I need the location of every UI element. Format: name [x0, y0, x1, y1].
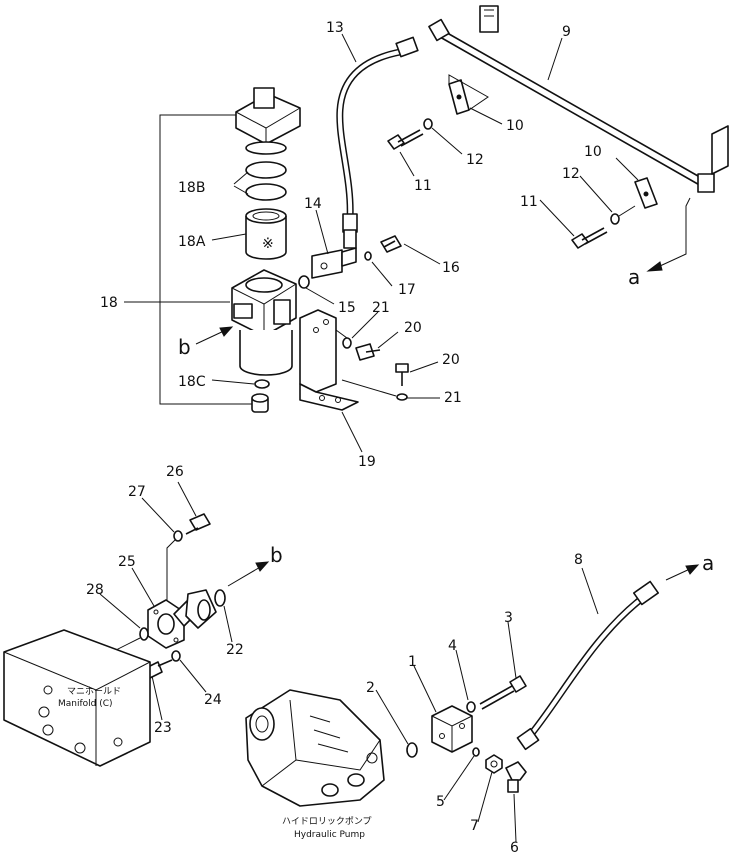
label-5: 5 [436, 794, 445, 810]
label-16: 16 [442, 260, 460, 276]
label-25: 25 [118, 554, 136, 570]
filter-head-18 [231, 269, 297, 337]
label-17: 17 [398, 282, 416, 298]
label-11-upper: 11 [414, 178, 432, 194]
washer-21-upper [342, 337, 352, 349]
tube-9 [428, 5, 729, 193]
label-12-upper: 12 [466, 152, 484, 168]
manifold-caption-jp: マニホールド [67, 686, 121, 697]
manifold-c [3, 629, 151, 767]
label-24: 24 [204, 692, 222, 708]
label-18c: 18C [178, 374, 206, 390]
washer-21-lower [396, 393, 408, 401]
label-13: 13 [326, 20, 344, 36]
bracket-19 [299, 309, 359, 411]
ref-b-mid: b [270, 543, 283, 567]
label-7: 7 [470, 818, 479, 834]
manifold-caption-en: Manifold (C) [58, 699, 113, 709]
label-20-lower: 20 [442, 352, 460, 368]
label-2: 2 [366, 680, 375, 696]
oring-22 [214, 589, 226, 607]
clamp-10-lower [634, 177, 658, 209]
label-10-lower: 10 [584, 144, 602, 160]
nut-7 [485, 754, 503, 774]
label-21-lower: 21 [444, 390, 462, 406]
label-10-upper: 10 [506, 118, 524, 134]
oring-2 [406, 742, 418, 758]
ref-b-left: b [178, 335, 191, 359]
label-12-lower: 12 [562, 166, 580, 182]
label-8: 8 [574, 552, 583, 568]
bolt-20-upper [355, 343, 381, 361]
bolt-26 [185, 513, 211, 535]
label-11-lower: 11 [520, 194, 538, 210]
oring-5 [472, 747, 480, 757]
elbow-6 [505, 761, 527, 793]
bolt-11-upper [387, 129, 424, 150]
washer-27 [173, 530, 183, 542]
oring-17 [364, 251, 372, 261]
oring-28 [139, 627, 149, 641]
washer-4 [466, 701, 476, 713]
drain-plug [251, 393, 269, 413]
label-15: 15 [338, 300, 356, 316]
assembly-bracket-line-18 [159, 114, 252, 405]
bolt-11-lower [571, 227, 608, 249]
ref-a-bottom: a [702, 551, 714, 575]
part-labels: 13 9 10 10 12 12 11 11 14 18B 18A 16 17 … [86, 20, 602, 853]
hydraulic-pump [245, 689, 385, 807]
bolt-20-lower [395, 363, 409, 386]
label-22: 22 [226, 642, 244, 658]
oring-18b [245, 161, 287, 201]
label-19: 19 [358, 454, 376, 470]
washer-12-lower [610, 213, 620, 225]
label-1: 1 [408, 654, 417, 670]
oring-18c [254, 379, 270, 389]
bolt-3 [479, 675, 527, 710]
label-26: 26 [166, 464, 184, 480]
flange-1 [431, 705, 473, 753]
elbow-14 [311, 229, 357, 279]
filter-element-18a: ※ [245, 208, 287, 260]
label-23: 23 [154, 720, 172, 736]
pump-caption-jp: ハイドロリックポンプ [282, 816, 372, 827]
label-14: 14 [304, 196, 322, 212]
ref-a-top: a [628, 265, 640, 289]
reference-letters: a b b a [178, 265, 714, 575]
label-18b: 18B [178, 180, 205, 196]
label-18a: 18A [178, 234, 206, 250]
label-20-upper: 20 [404, 320, 422, 336]
filter-cap [235, 87, 301, 155]
label-9: 9 [562, 24, 571, 40]
label-4: 4 [448, 638, 457, 654]
bolt-16 [380, 235, 402, 253]
label-28: 28 [86, 582, 104, 598]
pump-caption-en: Hydraulic Pump [294, 830, 365, 840]
label-18: 18 [100, 295, 118, 311]
label-27: 27 [128, 484, 146, 500]
flange-25 [147, 589, 217, 649]
hose-13 [336, 36, 419, 233]
washer-12-upper [423, 118, 433, 130]
label-6: 6 [510, 840, 519, 853]
flow-arrows [195, 197, 700, 587]
label-21-upper: 21 [372, 300, 390, 316]
hose-8 [516, 580, 660, 751]
oring-15 [298, 275, 310, 289]
filter-bowl [239, 330, 293, 376]
washer-24 [171, 650, 181, 662]
filter-mark: ※ [262, 236, 274, 252]
leader-lines [99, 33, 639, 843]
label-3: 3 [504, 610, 513, 626]
